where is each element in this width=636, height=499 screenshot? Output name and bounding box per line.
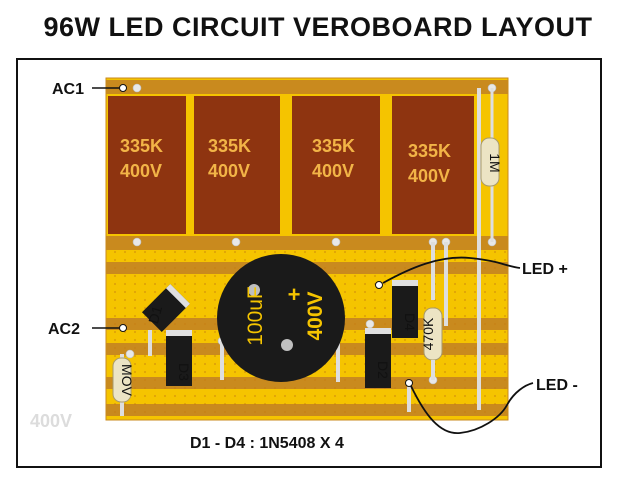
ac1-label: AC1 <box>52 81 84 98</box>
capacitor-4-voltage: 400V <box>408 166 450 186</box>
diode-d4 <box>392 280 418 338</box>
led-minus-wire <box>410 382 534 434</box>
diode-d4-label: D4 <box>402 313 418 331</box>
electrolytic-pad <box>281 339 293 351</box>
electrolytic-pad <box>248 284 260 296</box>
diode-d2-label: D2 <box>375 361 391 379</box>
diode-d1 <box>141 283 191 333</box>
diagram-frame <box>16 58 602 468</box>
led-plus-point <box>375 281 383 289</box>
diode-d3-label: D3 <box>176 363 192 381</box>
capacitor-2 <box>194 96 292 234</box>
page-title: 96W LED CIRCUIT VEROBOARD LAYOUT <box>43 12 593 42</box>
capacitor-3 <box>292 96 392 234</box>
ac2-label: AC2 <box>48 321 80 338</box>
diode-note: D1 - D4 : 1N5408 X 4 <box>190 435 344 452</box>
mov-body <box>112 357 132 403</box>
capacitor-3-value: 335K <box>312 136 355 156</box>
capacitor-1-voltage: 400V <box>120 161 162 181</box>
led-minus-label: LED - <box>536 377 578 394</box>
electrolytic-capacitor <box>217 254 345 382</box>
diode-d3 <box>166 330 192 386</box>
strip <box>106 236 508 250</box>
electrolytic-voltage: 400V <box>304 291 327 340</box>
watermark-voltage: 400V <box>30 411 73 431</box>
electrolytic-value: 100uF <box>244 286 267 346</box>
capacitor-4-value: 335K <box>408 141 451 161</box>
led-plus-label: LED + <box>522 261 568 278</box>
strip <box>106 80 508 94</box>
resistor-1m-body <box>480 137 500 187</box>
capacitor-3-voltage: 400V <box>312 161 354 181</box>
resistor-470k-label: 470K <box>420 317 436 350</box>
capacitor-1 <box>108 96 194 234</box>
led-minus-point <box>405 379 413 387</box>
electrolytic-polarity: + <box>288 282 301 307</box>
ac1-point <box>119 84 127 92</box>
diode-d2 <box>365 328 391 388</box>
ac2-point <box>119 324 127 332</box>
capacitor-2-value: 335K <box>208 136 251 156</box>
resistor-1m-label: 1M <box>487 153 503 172</box>
led-plus-wire <box>382 256 521 284</box>
diode-d1-label: D1 <box>145 304 165 326</box>
capacitor-2-voltage: 400V <box>208 161 250 181</box>
capacitor-1-value: 335K <box>120 136 163 156</box>
capacitor-4 <box>392 96 474 234</box>
mov-label: MOV <box>119 364 135 397</box>
